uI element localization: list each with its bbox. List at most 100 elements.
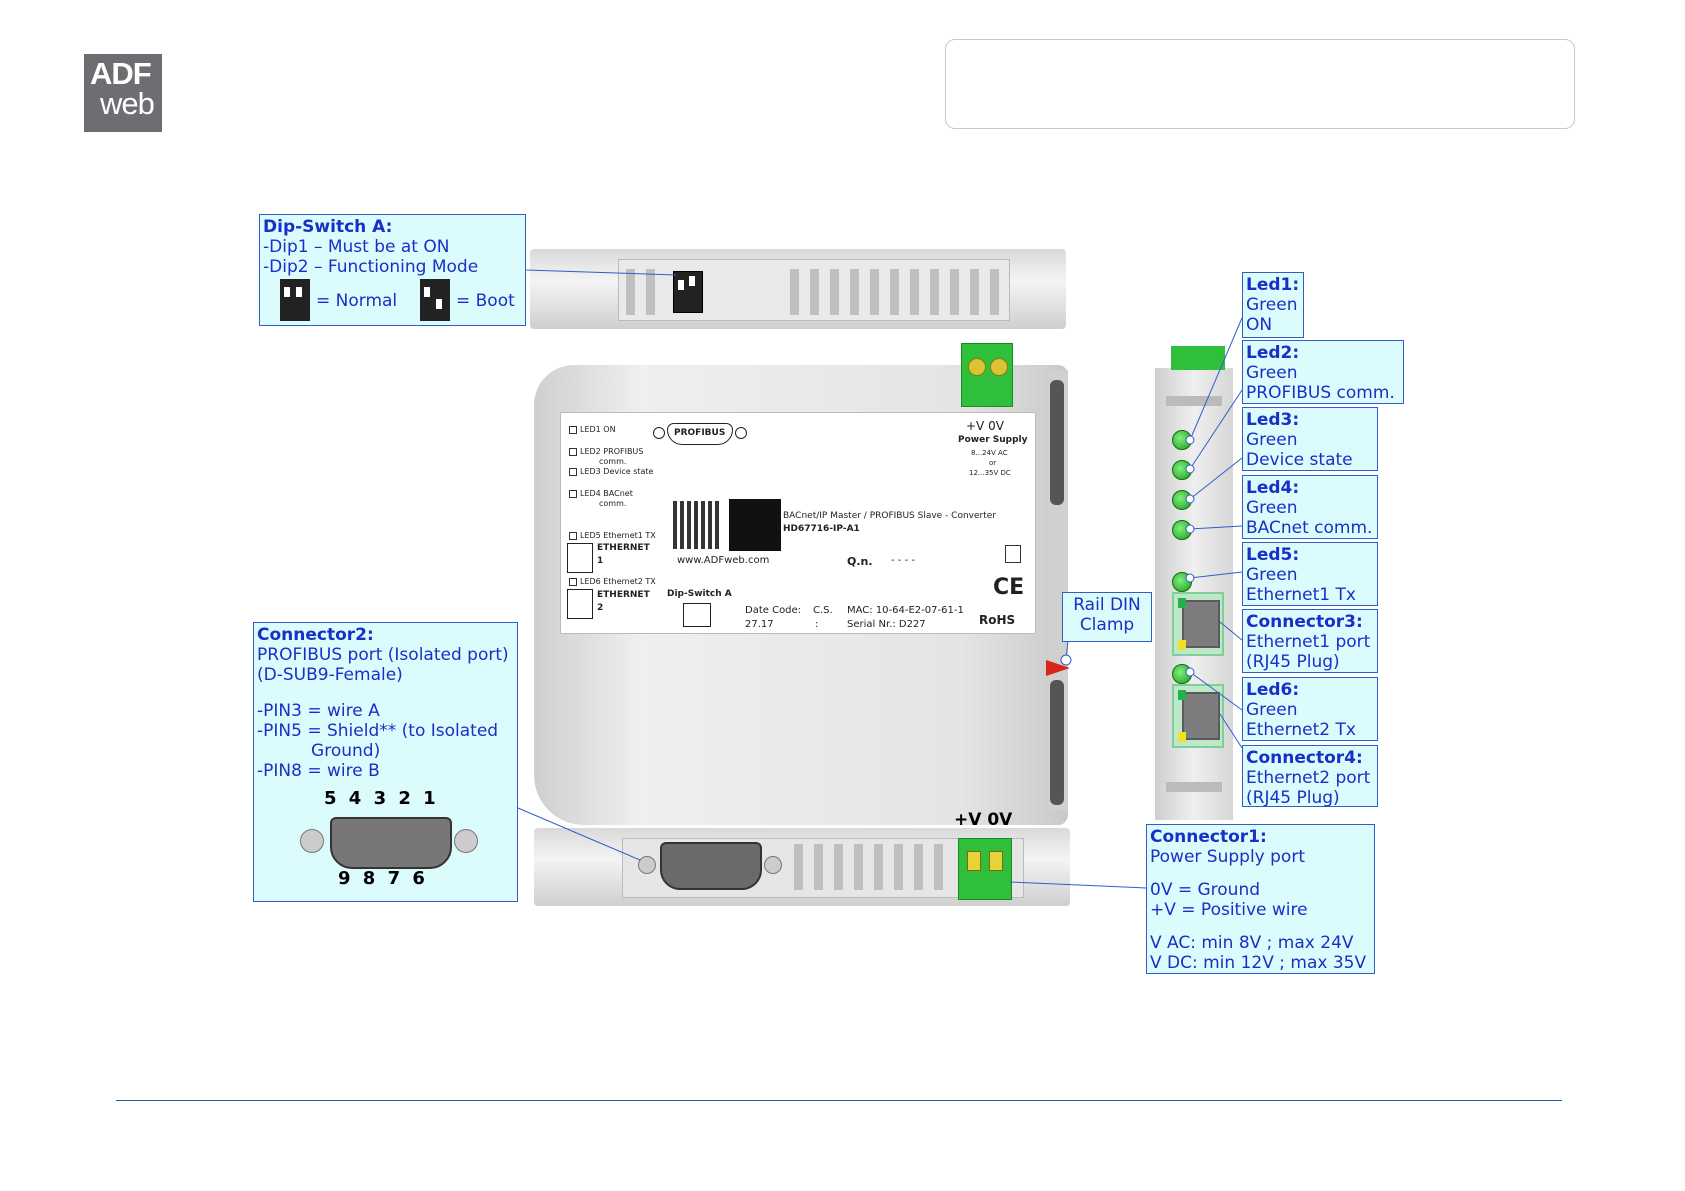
- power-terminal-label: +V 0V: [954, 810, 1013, 830]
- connector4-line1: Ethernet2 port: [1246, 768, 1371, 788]
- panel-psu-or: or: [989, 459, 997, 467]
- logo-line1: ADF: [90, 56, 152, 91]
- panel-eth1: ETHERNET: [597, 543, 650, 553]
- led1-title: Led1:: [1246, 275, 1300, 295]
- connector4-line2: (RJ45 Plug): [1246, 788, 1340, 808]
- panel-led3: LED3 Device state: [580, 467, 654, 476]
- led2-desc: PROFIBUS comm.: [1246, 383, 1395, 403]
- connector2-callout: Connector2: PROFIBUS port (Isolated port…: [253, 622, 518, 902]
- rail-din-line1: Rail DIN: [1073, 595, 1141, 615]
- led3-desc: Device state: [1246, 450, 1353, 470]
- device-label-panel: LED1 ON LED2 PROFIBUS comm. LED3 Device …: [560, 412, 1036, 634]
- panel-led6: LED6 Ethernet2 TX: [580, 577, 656, 586]
- dsub9-pins-bottom: 9 8 7 6: [338, 868, 428, 889]
- connector3-line1: Ethernet1 port: [1246, 632, 1371, 652]
- footer-divider: [116, 1100, 1562, 1101]
- power-terminal-top: [961, 343, 1013, 407]
- power-terminal-bottom: [958, 838, 1012, 900]
- dip-switch-a-callout: Dip-Switch A: -Dip1 – Must be at ON -Dip…: [259, 214, 526, 326]
- panel-psu-v: +V 0V: [966, 419, 1004, 433]
- panel-qr-code: [673, 501, 721, 549]
- led3-callout: Led3: Green Device state: [1242, 407, 1378, 471]
- led5-callout: Led5: Green Ethernet1 Tx: [1242, 542, 1378, 606]
- rail-din-line2: Clamp: [1079, 615, 1135, 635]
- panel-qn-value: - - - -: [891, 555, 915, 566]
- panel-led2: LED2 PROFIBUS: [580, 447, 644, 456]
- connector4-title: Connector4:: [1246, 748, 1363, 768]
- panel-ce-mark: CE: [993, 575, 1025, 600]
- panel-led4-sub: comm.: [599, 499, 627, 508]
- panel-website: www.ADFweb.com: [677, 555, 770, 566]
- panel-dip-label: Dip-Switch A: [667, 589, 732, 599]
- connector2-line4: -PIN3 = wire A: [257, 701, 380, 721]
- connector2-line2: (D-SUB9-Female): [257, 665, 403, 685]
- led6-callout: Led6: Green Ethernet2 Tx: [1242, 677, 1378, 741]
- connector2-spacer: [257, 685, 514, 701]
- panel-rohs-mark: RoHS: [979, 613, 1016, 627]
- dip-normal-label: = Normal: [316, 291, 398, 311]
- led4-desc: BACnet comm.: [1246, 518, 1373, 538]
- dip-switch-a-line1: -Dip1 – Must be at ON: [263, 237, 450, 257]
- panel-led2-sub: comm.: [599, 457, 627, 466]
- adfweb-logo: ADF web: [84, 54, 162, 132]
- device-top-view: [530, 249, 1066, 329]
- connector2-line5: -PIN5 = Shield** (to Isolated: [257, 721, 499, 741]
- connector1-line2: 0V = Ground: [1150, 880, 1261, 900]
- connector3-title: Connector3:: [1246, 612, 1363, 632]
- weee-bin-icon: [1005, 545, 1021, 563]
- dip-switch-a-title: Dip-Switch A:: [263, 217, 393, 237]
- led1-color: Green: [1246, 295, 1298, 315]
- led4-title: Led4:: [1246, 478, 1300, 498]
- panel-psu-ac: 8...24V AC: [971, 449, 1008, 457]
- dip-boot-icon: [420, 279, 450, 321]
- led3-color: Green: [1246, 430, 1298, 450]
- panel-psu-dc: 12...35V DC: [969, 469, 1011, 477]
- led4-color: Green: [1246, 498, 1298, 518]
- panel-eth2: ETHERNET: [597, 590, 650, 600]
- connector1-line5: V DC: min 12V ; max 35V: [1150, 953, 1367, 973]
- connector2-line1: PROFIBUS port (Isolated port): [257, 645, 509, 665]
- led6-title: Led6:: [1246, 680, 1300, 700]
- header-box: [945, 39, 1575, 129]
- panel-qn: Q.n.: [847, 555, 873, 568]
- dip-boot-label: = Boot: [456, 291, 515, 311]
- panel-led1: LED1 ON: [580, 425, 616, 434]
- connector2-title: Connector2:: [257, 625, 374, 645]
- led1-callout: Led1: Green ON: [1242, 272, 1304, 338]
- led2-callout: Led2: Green PROFIBUS comm.: [1242, 340, 1404, 404]
- logo-line2: web: [100, 86, 155, 121]
- panel-led5: LED5 Ethernet1 TX: [580, 531, 656, 540]
- panel-led4: LED4 BACnet: [580, 489, 633, 498]
- panel-serial: Serial Nr.: D227: [847, 619, 926, 630]
- connector1-line3: +V = Positive wire: [1150, 900, 1308, 920]
- panel-date-code-label: Date Code:: [745, 605, 802, 616]
- side-power-terminal: [1171, 346, 1225, 370]
- panel-date-code-value: 27.17: [745, 619, 774, 630]
- panel-cs-label: C.S.: [813, 605, 833, 616]
- connector3-callout: Connector3: Ethernet1 port (RJ45 Plug): [1242, 609, 1378, 673]
- led2-color: Green: [1246, 363, 1298, 383]
- dsub9-pins-top: 5 4 3 2 1: [324, 788, 439, 809]
- connector2-line6: Ground): [257, 741, 381, 761]
- led5-color: Green: [1246, 565, 1298, 585]
- panel-eth1-num: 1: [597, 556, 604, 566]
- led3-title: Led3:: [1246, 410, 1300, 430]
- led1-desc: ON: [1246, 315, 1273, 335]
- panel-adfweb-logo: [729, 499, 781, 551]
- panel-eth2-num: 2: [597, 603, 604, 613]
- led6-desc: Ethernet2 Tx: [1246, 720, 1356, 740]
- led5-desc: Ethernet1 Tx: [1246, 585, 1356, 605]
- device-bottom-view: [534, 828, 1070, 906]
- dip-switch-on-device: [673, 271, 703, 313]
- connector2-line7: -PIN8 = wire B: [257, 761, 380, 781]
- panel-mac: MAC: 10-64-E2-07-61-1: [847, 605, 964, 616]
- connector1-line1: Power Supply port: [1150, 847, 1305, 867]
- rj45-ethernet2: [1172, 684, 1224, 748]
- dsub9-connector-on-device: [660, 842, 762, 890]
- panel-psu-title: Power Supply: [958, 435, 1028, 445]
- panel-product-desc: BACnet/IP Master / PROFIBUS Slave - Conv…: [783, 511, 997, 521]
- led5-title: Led5:: [1246, 545, 1300, 565]
- connector1-line4: V AC: min 8V ; max 24V: [1150, 933, 1354, 953]
- connector4-callout: Connector4: Ethernet2 port (RJ45 Plug): [1242, 745, 1378, 808]
